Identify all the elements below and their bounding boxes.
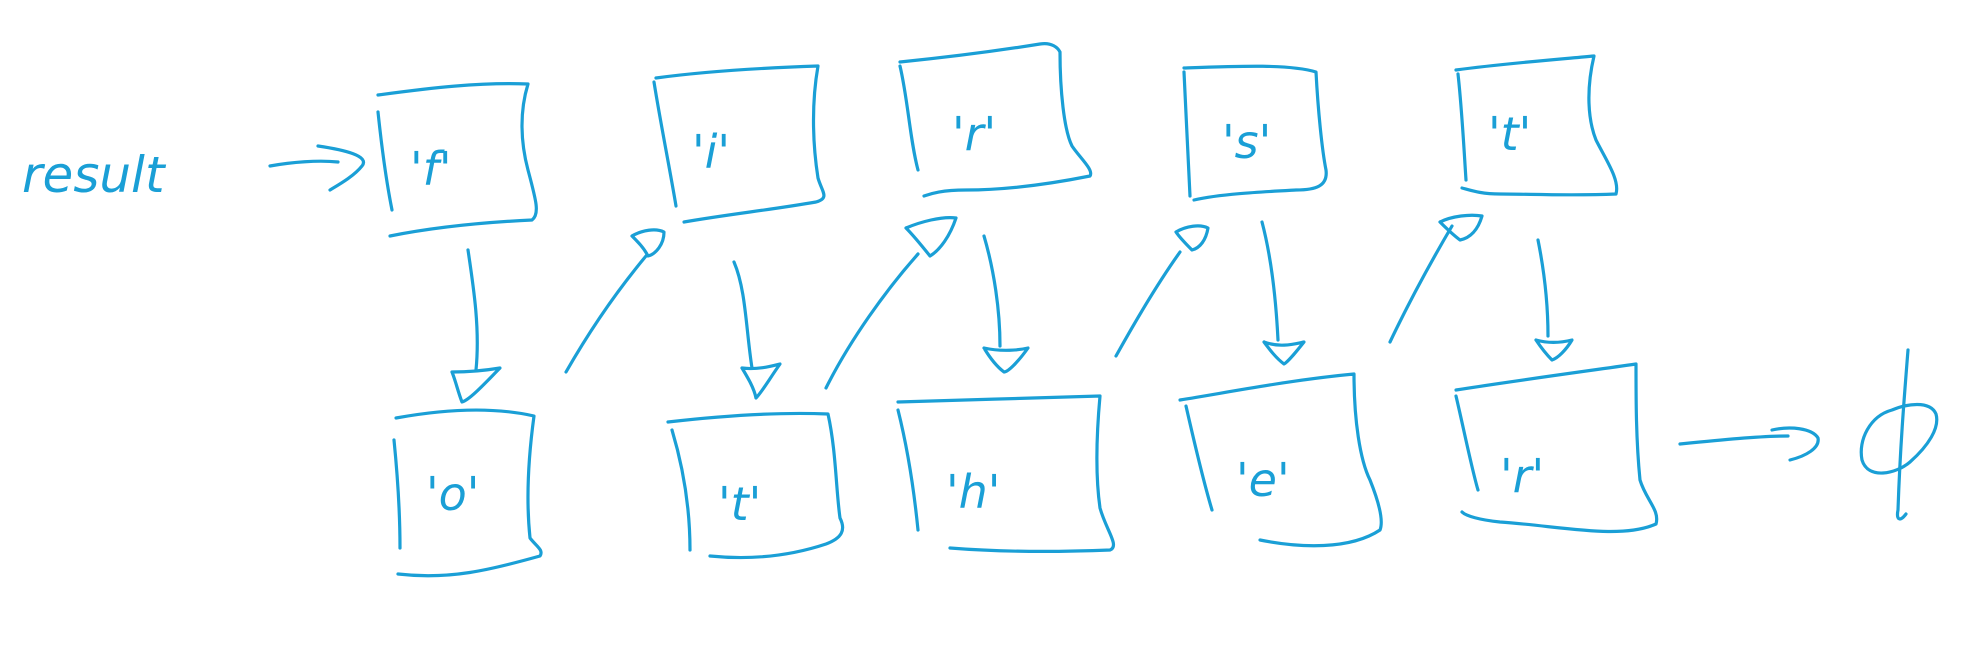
result-arrow-shaft <box>268 159 340 168</box>
link-arrow-7-8 <box>1260 220 1306 366</box>
tail-arrow-head <box>1770 426 1820 462</box>
node-box-2 <box>392 408 543 578</box>
node-label-8: 'e' <box>1236 453 1290 507</box>
node-box-9 <box>1454 54 1619 197</box>
link-arrow-4-5 <box>824 216 958 390</box>
node-label-7: 's' <box>1222 115 1271 169</box>
node-label-2: 'o' <box>426 467 479 521</box>
node-box-7 <box>1182 64 1328 202</box>
link-arrow-6-7 <box>1114 224 1210 358</box>
node-box-3 <box>652 64 826 224</box>
null-symbol: ϕ <box>1859 348 1939 521</box>
node-box-10 <box>1454 362 1659 534</box>
node-label-5: 'r' <box>952 107 996 161</box>
link-arrow-2-3 <box>564 228 666 374</box>
result-arrow-head <box>316 144 366 192</box>
tail-arrow-shaft <box>1678 434 1790 446</box>
node-box-5 <box>898 42 1093 198</box>
result-label: result <box>22 146 167 204</box>
node-box-4 <box>666 411 845 560</box>
node-box-6 <box>896 394 1116 553</box>
link-arrow-8-9 <box>1388 213 1484 344</box>
node-label-10: 'r' <box>1500 449 1544 503</box>
node-label-1: 'f' <box>410 142 452 196</box>
link-arrow-3-4 <box>732 260 782 400</box>
node-box-1 <box>376 82 538 238</box>
link-arrow-5-6 <box>982 234 1030 374</box>
node-label-6: 'h' <box>946 465 1000 519</box>
link-arrow-1-2 <box>450 248 502 404</box>
node-box-8 <box>1178 372 1383 548</box>
node-label-9: 't' <box>1488 107 1531 161</box>
node-label-3: 'i' <box>692 125 730 179</box>
link-arrow-9-10 <box>1534 238 1574 362</box>
node-label-4: 't' <box>718 477 761 531</box>
